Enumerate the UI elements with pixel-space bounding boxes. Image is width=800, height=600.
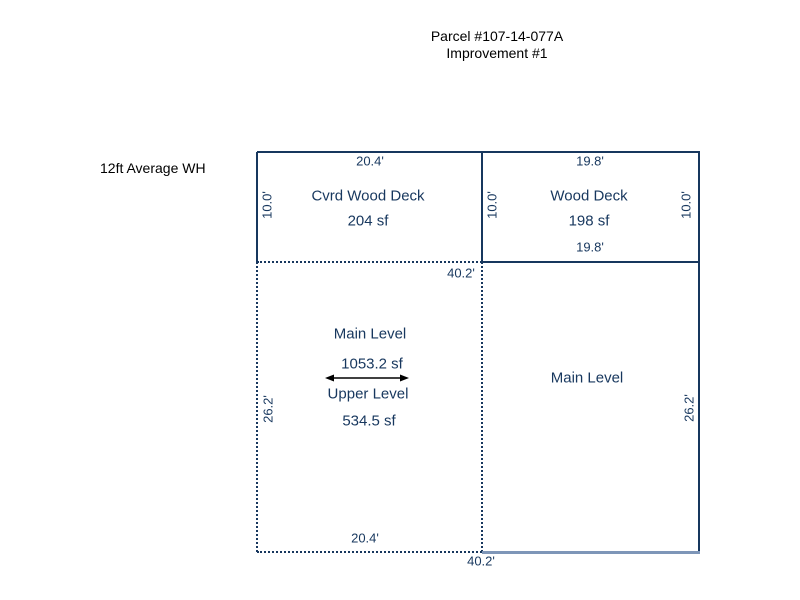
main-level-area: 1053.2 sf	[341, 355, 403, 373]
bottom-left-dotted	[257, 551, 482, 553]
wood-deck-dim-left: 10.0'	[484, 191, 500, 219]
cvrd-deck-area: 204 sf	[347, 212, 389, 230]
upper-level-area: 534.5 sf	[342, 412, 396, 430]
outline-left-upper	[256, 152, 258, 262]
deck-divider-line	[481, 152, 483, 262]
bottom-right-solid	[482, 551, 700, 554]
page-title: Parcel #107-14-077A Improvement #1	[297, 28, 697, 62]
cvrd-deck-dim-top: 20.4'	[356, 153, 384, 169]
wood-deck-dim-top: 19.8'	[576, 153, 604, 169]
parcel-number: Parcel #107-14-077A	[430, 28, 564, 44]
divider-right-solid	[482, 261, 700, 263]
main-right-dim: 26.2'	[681, 394, 697, 422]
main-level-label: Main Level	[333, 325, 407, 343]
width-arrow-icon	[325, 374, 409, 382]
outline-left-lower-dotted	[256, 262, 258, 552]
outline-top	[257, 151, 700, 153]
main-dim-top: 40.2'	[447, 265, 475, 281]
upper-level-label: Upper Level	[327, 385, 409, 403]
improvement-number: Improvement #1	[446, 45, 548, 61]
outline-right	[698, 152, 700, 552]
wood-deck-area: 198 sf	[568, 212, 610, 230]
main-dim-bottom: 20.4'	[351, 530, 379, 546]
cvrd-deck-dim-left: 10.0'	[259, 191, 275, 219]
main-dim-left: 26.2'	[260, 395, 276, 423]
divider-left-dotted	[257, 261, 482, 263]
wall-height-note: 12ft Average WH	[100, 160, 206, 176]
wood-deck-name: Wood Deck	[550, 187, 628, 205]
overall-dim-bottom: 40.2'	[467, 553, 495, 569]
upper-level-divider-dotted	[481, 262, 483, 552]
cvrd-deck-name: Cvrd Wood Deck	[311, 187, 425, 205]
wood-deck-dim-bottom: 19.8'	[576, 239, 604, 255]
wood-deck-dim-right: 10.0'	[678, 191, 694, 219]
main-right-label: Main Level	[550, 369, 624, 387]
